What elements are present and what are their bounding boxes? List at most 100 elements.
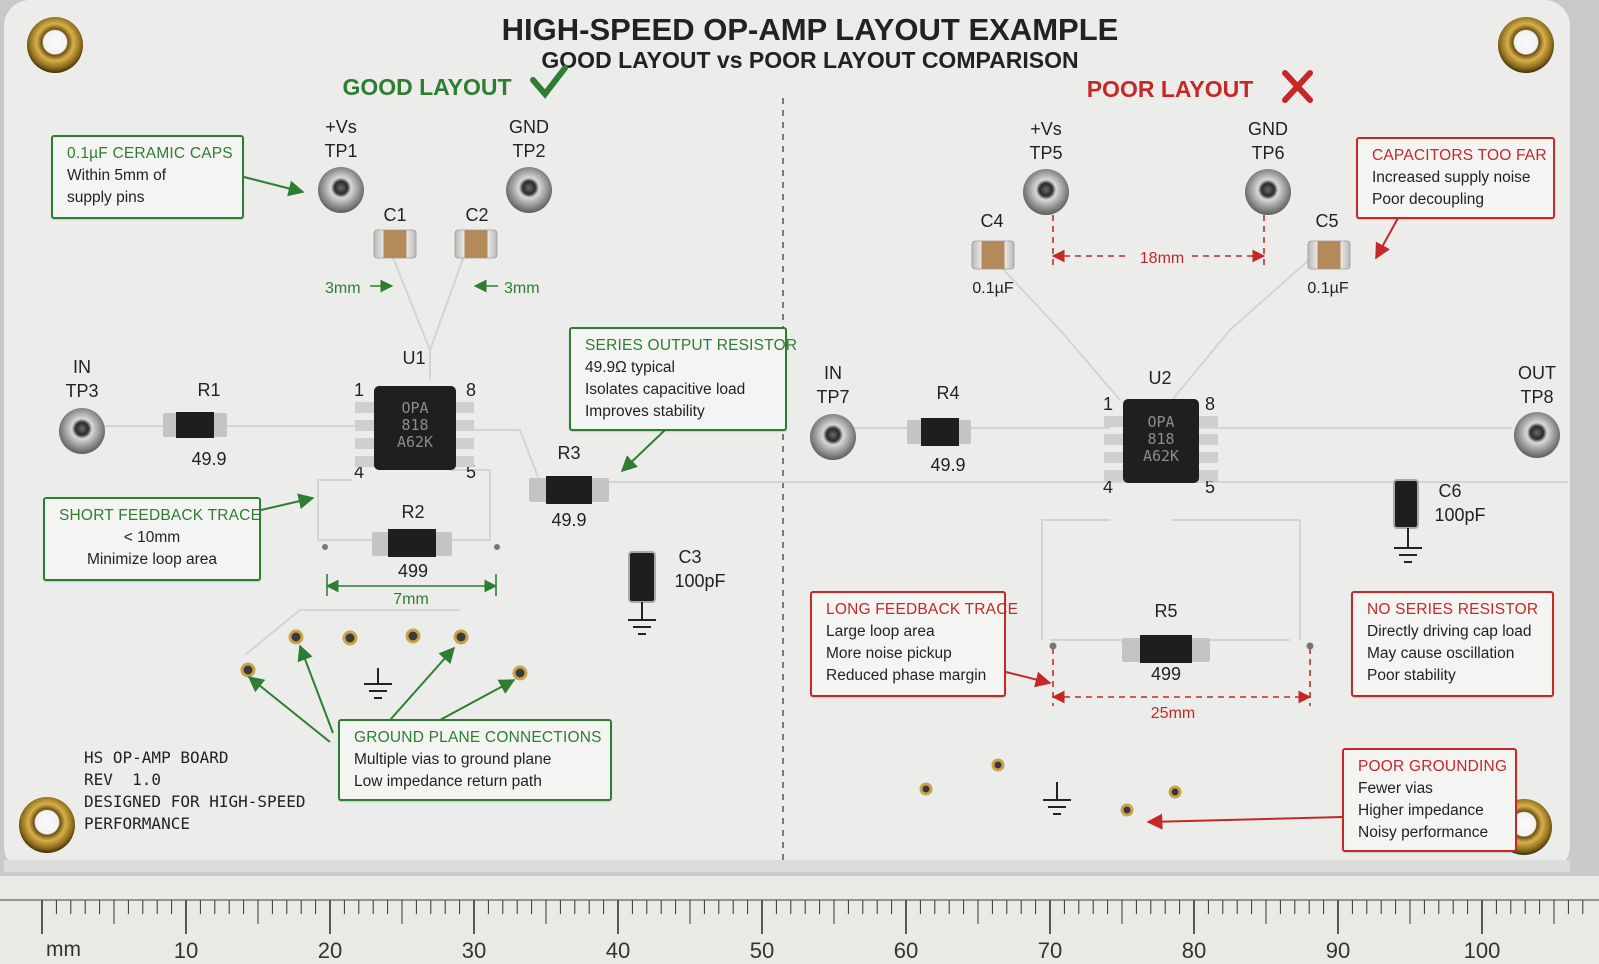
r5-label: R5 bbox=[1154, 601, 1177, 621]
note-short-feedback: SHORT FEEDBACK TRACE < 10mm Minimize loo… bbox=[43, 497, 261, 581]
r2-label: R2 bbox=[401, 502, 424, 522]
note-series-resistor-line: 49.9Ω typical bbox=[585, 359, 675, 376]
c3-label: C3 bbox=[678, 547, 701, 567]
note-poor-grounding-line: Noisy performance bbox=[1358, 824, 1489, 841]
ruler-label: 20 bbox=[318, 938, 342, 963]
c6-value: 100pF bbox=[1434, 505, 1485, 525]
u2-pin8: 8 bbox=[1205, 394, 1215, 414]
cross-icon bbox=[1282, 70, 1313, 103]
note-no-series-resistor-title: NO SERIES RESISTOR bbox=[1367, 601, 1539, 618]
feedback-distance-poor: 25mm bbox=[1151, 705, 1195, 722]
c2-label: C2 bbox=[465, 205, 488, 225]
u1-pin4: 4 bbox=[354, 462, 364, 482]
op-amp-ic-icon bbox=[355, 386, 1218, 483]
u1-marking-3: A62K bbox=[397, 433, 433, 451]
ruler-label: 80 bbox=[1182, 938, 1206, 963]
note-short-feedback-title: SHORT FEEDBACK TRACE bbox=[59, 507, 262, 524]
note-no-series-resistor-line: Directly driving cap load bbox=[1367, 623, 1532, 640]
note-ground-plane-title: GROUND PLANE CONNECTIONS bbox=[354, 729, 602, 746]
note-ground-plane-line: Low impedance return path bbox=[354, 773, 542, 790]
tp1-top-label: +Vs bbox=[325, 117, 357, 137]
supply-distance: 18mm bbox=[1140, 250, 1184, 267]
ruler-label: 60 bbox=[894, 938, 918, 963]
note-poor-grounding-title: POOR GROUNDING bbox=[1358, 758, 1508, 775]
c4-value: 0.1µF bbox=[972, 280, 1013, 297]
u2-pin5: 5 bbox=[1205, 477, 1215, 497]
tp2-label: TP2 bbox=[512, 141, 545, 161]
u2-pin4: 4 bbox=[1103, 477, 1113, 497]
checkmark-icon bbox=[530, 65, 568, 99]
c2-distance: 3mm bbox=[504, 280, 540, 297]
page-title: HIGH-SPEED OP-AMP LAYOUT EXAMPLE bbox=[502, 12, 1119, 47]
r3-value: 49.9 bbox=[551, 510, 586, 530]
note-series-resistor-line: Isolates capacitive load bbox=[585, 381, 746, 398]
c4-label: C4 bbox=[980, 211, 1003, 231]
note-series-resistor: SERIES OUTPUT RESISTOR 49.9Ω typical Iso… bbox=[569, 327, 797, 431]
c5-label: C5 bbox=[1315, 211, 1338, 231]
ruler-label: 40 bbox=[606, 938, 630, 963]
c1-label: C1 bbox=[383, 205, 406, 225]
r3-label: R3 bbox=[557, 443, 580, 463]
tp3-label: TP3 bbox=[65, 381, 98, 401]
note-poor-grounding-line: Higher impedance bbox=[1358, 802, 1484, 819]
note-capacitors-too-far: CAPACITORS TOO FAR Increased supply nois… bbox=[1356, 137, 1555, 219]
u1-marking-2: 818 bbox=[401, 416, 428, 434]
r4-label: R4 bbox=[936, 383, 959, 403]
ruler-label: 70 bbox=[1038, 938, 1062, 963]
ruler-label: 30 bbox=[462, 938, 486, 963]
note-ceramic-caps-line: supply pins bbox=[67, 189, 145, 206]
r1-label: R1 bbox=[197, 380, 220, 400]
note-ground-plane: GROUND PLANE CONNECTIONS Multiple vias t… bbox=[338, 719, 612, 801]
note-series-resistor-line: Improves stability bbox=[585, 403, 705, 420]
tp6-label: TP6 bbox=[1251, 143, 1284, 163]
u1-pin1: 1 bbox=[354, 380, 364, 400]
ground-symbol-icon bbox=[364, 528, 1422, 815]
tp6-top-label: GND bbox=[1248, 119, 1288, 139]
capacitor-icon bbox=[373, 229, 1419, 603]
board-info-line: HS OP-AMP BOARD bbox=[84, 748, 229, 767]
note-capacitors-too-far-line: Poor decoupling bbox=[1372, 191, 1485, 208]
note-short-feedback-line: < 10mm bbox=[123, 529, 181, 546]
note-long-feedback-line: More noise pickup bbox=[826, 645, 952, 662]
note-poor-grounding-line: Fewer vias bbox=[1358, 780, 1433, 797]
tp3-top-label: IN bbox=[73, 357, 91, 377]
u2-marking-3: A62K bbox=[1143, 447, 1179, 465]
note-long-feedback-line: Large loop area bbox=[826, 623, 935, 640]
board-info: HS OP-AMP BOARD REV 1.0 DESIGNED FOR HIG… bbox=[84, 747, 306, 835]
c1-distance: 3mm bbox=[325, 280, 361, 297]
board-info-line: PERFORMANCE bbox=[84, 814, 190, 833]
note-no-series-resistor-line: Poor stability bbox=[1367, 667, 1456, 684]
poor-layout-heading: POOR LAYOUT bbox=[1087, 76, 1254, 102]
u1-marking-1: OPA bbox=[401, 399, 428, 417]
r5-value: 499 bbox=[1151, 664, 1181, 684]
tp8-label: TP8 bbox=[1520, 387, 1553, 407]
board-info-line: REV 1.0 bbox=[84, 770, 162, 789]
note-long-feedback: LONG FEEDBACK TRACE Large loop area More… bbox=[810, 591, 1018, 697]
good-layout-heading: GOOD LAYOUT bbox=[342, 74, 511, 100]
note-ceramic-caps-line: Within 5mm of bbox=[67, 167, 167, 184]
c5-value: 0.1µF bbox=[1307, 280, 1348, 297]
note-ceramic-caps: 0.1µF CERAMIC CAPS Within 5mm of supply … bbox=[51, 135, 244, 219]
c6-label: C6 bbox=[1438, 481, 1461, 501]
u2-marking-1: OPA bbox=[1147, 413, 1174, 431]
ruler-label: 90 bbox=[1326, 938, 1350, 963]
note-no-series-resistor-line: May cause oscillation bbox=[1367, 645, 1515, 662]
tp1-label: TP1 bbox=[324, 141, 357, 161]
ruler-label: 50 bbox=[750, 938, 774, 963]
u2-label: U2 bbox=[1148, 368, 1171, 388]
tp7-top-label: IN bbox=[824, 363, 842, 383]
u1-label: U1 bbox=[402, 348, 425, 368]
page-subtitle: GOOD LAYOUT vs POOR LAYOUT COMPARISON bbox=[541, 47, 1078, 73]
note-ceramic-caps-title: 0.1µF CERAMIC CAPS bbox=[67, 145, 233, 162]
r2-value: 499 bbox=[398, 561, 428, 581]
pcb-substrate bbox=[4, 0, 1570, 872]
u1-pin8: 8 bbox=[466, 380, 476, 400]
r1-value: 49.9 bbox=[191, 449, 226, 469]
feedback-distance: 7mm bbox=[393, 591, 429, 608]
tp8-top-label: OUT bbox=[1518, 363, 1556, 383]
ruler-unit: mm bbox=[46, 938, 81, 961]
ruler-label: 10 bbox=[174, 938, 198, 963]
note-poor-grounding: POOR GROUNDING Fewer vias Higher impedan… bbox=[1342, 748, 1517, 852]
note-long-feedback-line: Reduced phase margin bbox=[826, 667, 987, 684]
